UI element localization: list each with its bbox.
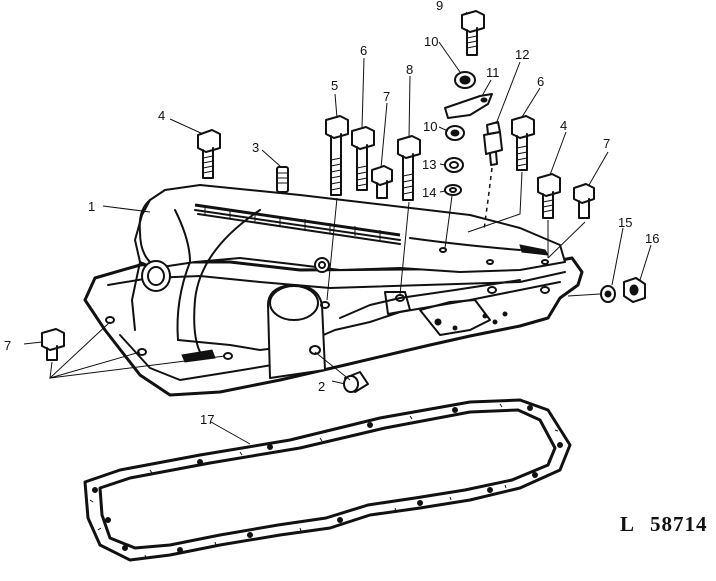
callout-1: 1: [88, 199, 95, 214]
reference-code: L 58714: [620, 512, 708, 536]
installation-lines: [49, 171, 601, 381]
plug-2: [343, 371, 369, 393]
bolt-7-left: [41, 328, 65, 361]
callout-10-top: 10: [424, 34, 438, 49]
bolt-4-right: [537, 173, 561, 219]
nut-10-mid: [445, 125, 465, 141]
callout-3: 3: [252, 140, 259, 155]
callout-10-mid: 10: [423, 119, 437, 134]
reference-number: 58714: [650, 512, 708, 536]
callout-2: 2: [318, 379, 325, 394]
callout-5: 5: [331, 78, 338, 93]
callout-7-left: 7: [4, 338, 11, 353]
callout-12: 12: [515, 47, 529, 62]
bolt-6-left: [351, 126, 375, 191]
washer-15: [600, 285, 616, 303]
bolt-6-right: [511, 115, 535, 171]
reference-letter: L: [620, 512, 635, 536]
callout-7-right: 7: [603, 136, 610, 151]
callout-8: 8: [406, 62, 413, 77]
bolt-5: [325, 115, 349, 196]
valve-cover: [83, 184, 584, 397]
callout-17: 17: [200, 412, 214, 427]
callout-14: 14: [422, 185, 436, 200]
callout-4-right: 4: [560, 118, 567, 133]
callout-numbers: 1 2 3 4 4 5 6 6 7 7 7 8 9 10 10 11 12 13…: [4, 0, 659, 427]
callout-6-right: 6: [537, 74, 544, 89]
sender-switch-12: [483, 121, 503, 231]
nut-10-top: [454, 71, 476, 89]
stud-3: [276, 166, 289, 193]
callout-7-mid: 7: [383, 89, 390, 104]
washer-14: [444, 184, 462, 196]
callout-leaders: [23, 11, 652, 445]
washer-13: [444, 157, 464, 173]
callout-13: 13: [422, 157, 436, 172]
callout-15: 15: [618, 215, 632, 230]
callout-6-left: 6: [360, 43, 367, 58]
callout-9: 9: [436, 0, 443, 13]
bolt-9: [461, 10, 485, 56]
bolt-7-right: [573, 183, 595, 219]
bracket-11: [444, 93, 493, 119]
callout-11: 11: [486, 65, 500, 80]
bolt-8: [397, 135, 421, 201]
callout-4-left: 4: [158, 108, 165, 123]
bolt-7-mid: [371, 165, 393, 199]
bolt-4-left: [197, 129, 221, 179]
nut-16: [623, 277, 646, 303]
callout-16: 16: [645, 231, 659, 246]
gasket: [83, 398, 572, 562]
